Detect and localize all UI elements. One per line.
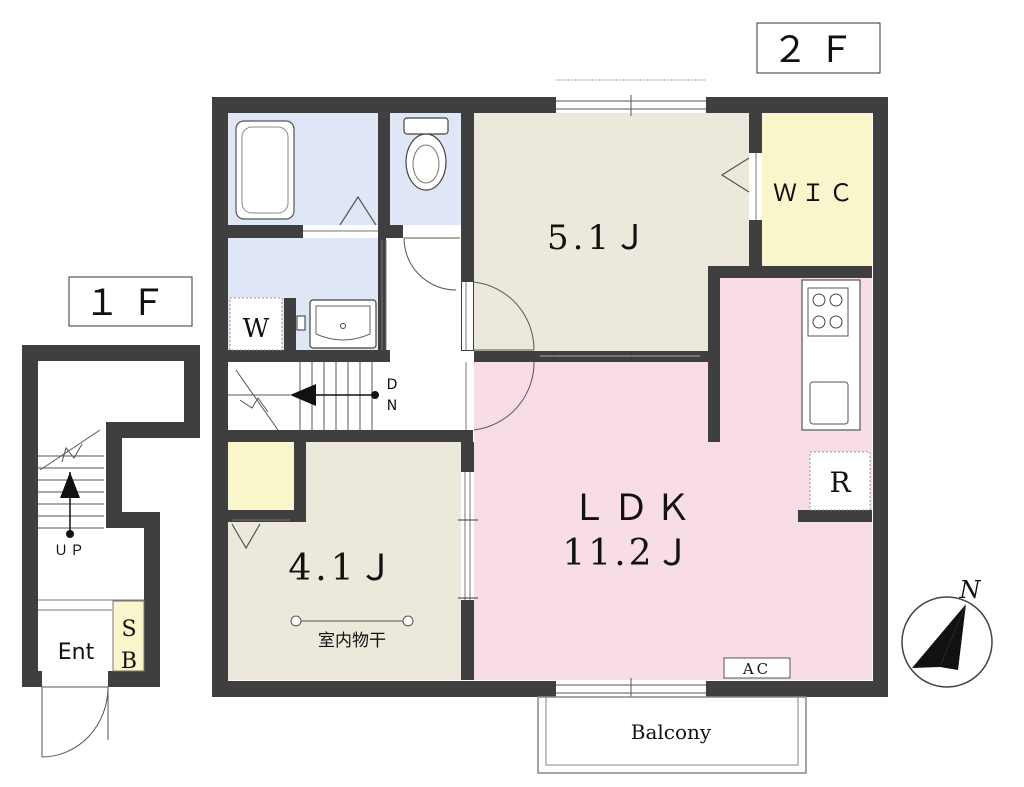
washer-label: W [243,314,270,344]
western-room-5 [474,113,749,351]
stairs-down [228,362,373,431]
western-room-5-label: 5.1Ｊ [547,218,651,258]
stair-up-label: ＵＰ [54,543,86,559]
shoebox [112,600,145,672]
drying-rack-label: 室内物干 [318,631,386,651]
balcony [537,696,807,774]
entrance-label: Ent [58,640,95,665]
closet-4 [228,442,294,510]
stair-down-label-d: D [387,377,398,393]
first-floor [22,345,200,758]
ldk-size-label: 11.2Ｊ [562,533,693,574]
second-floor-label-box [756,22,881,74]
shoebox-label-b: B [121,649,137,674]
balcony-label: Balcony [631,720,712,744]
compass-icon: N [901,576,993,688]
first-floor-label-box [68,276,193,327]
second-floor [212,79,888,774]
toilet [403,117,449,191]
western-room-4-label: 4.1Ｊ [288,548,397,589]
wic-label: ＷＩＣ [773,179,857,207]
washer-area [229,297,283,351]
aircon-label: AC [742,660,771,678]
stair-down-label-n: N [387,398,397,414]
ldk-room [474,278,872,680]
air-conditioner [723,657,791,679]
ldk-label: ＬＤＫ [571,488,697,529]
vanity-sink [309,299,377,349]
shoebox-label-s: S [121,617,136,642]
compass-north-label: N [959,576,982,604]
second-floor-label: ２Ｆ [772,30,864,71]
walk-in-closet [762,113,872,266]
kitchen-counter [801,279,861,431]
stairs-up [38,429,104,529]
stair-down [228,362,461,430]
refrigerator-space [809,451,871,511]
refrigerator-label: R [829,466,851,499]
first-floor-label: １Ｆ [84,283,176,324]
